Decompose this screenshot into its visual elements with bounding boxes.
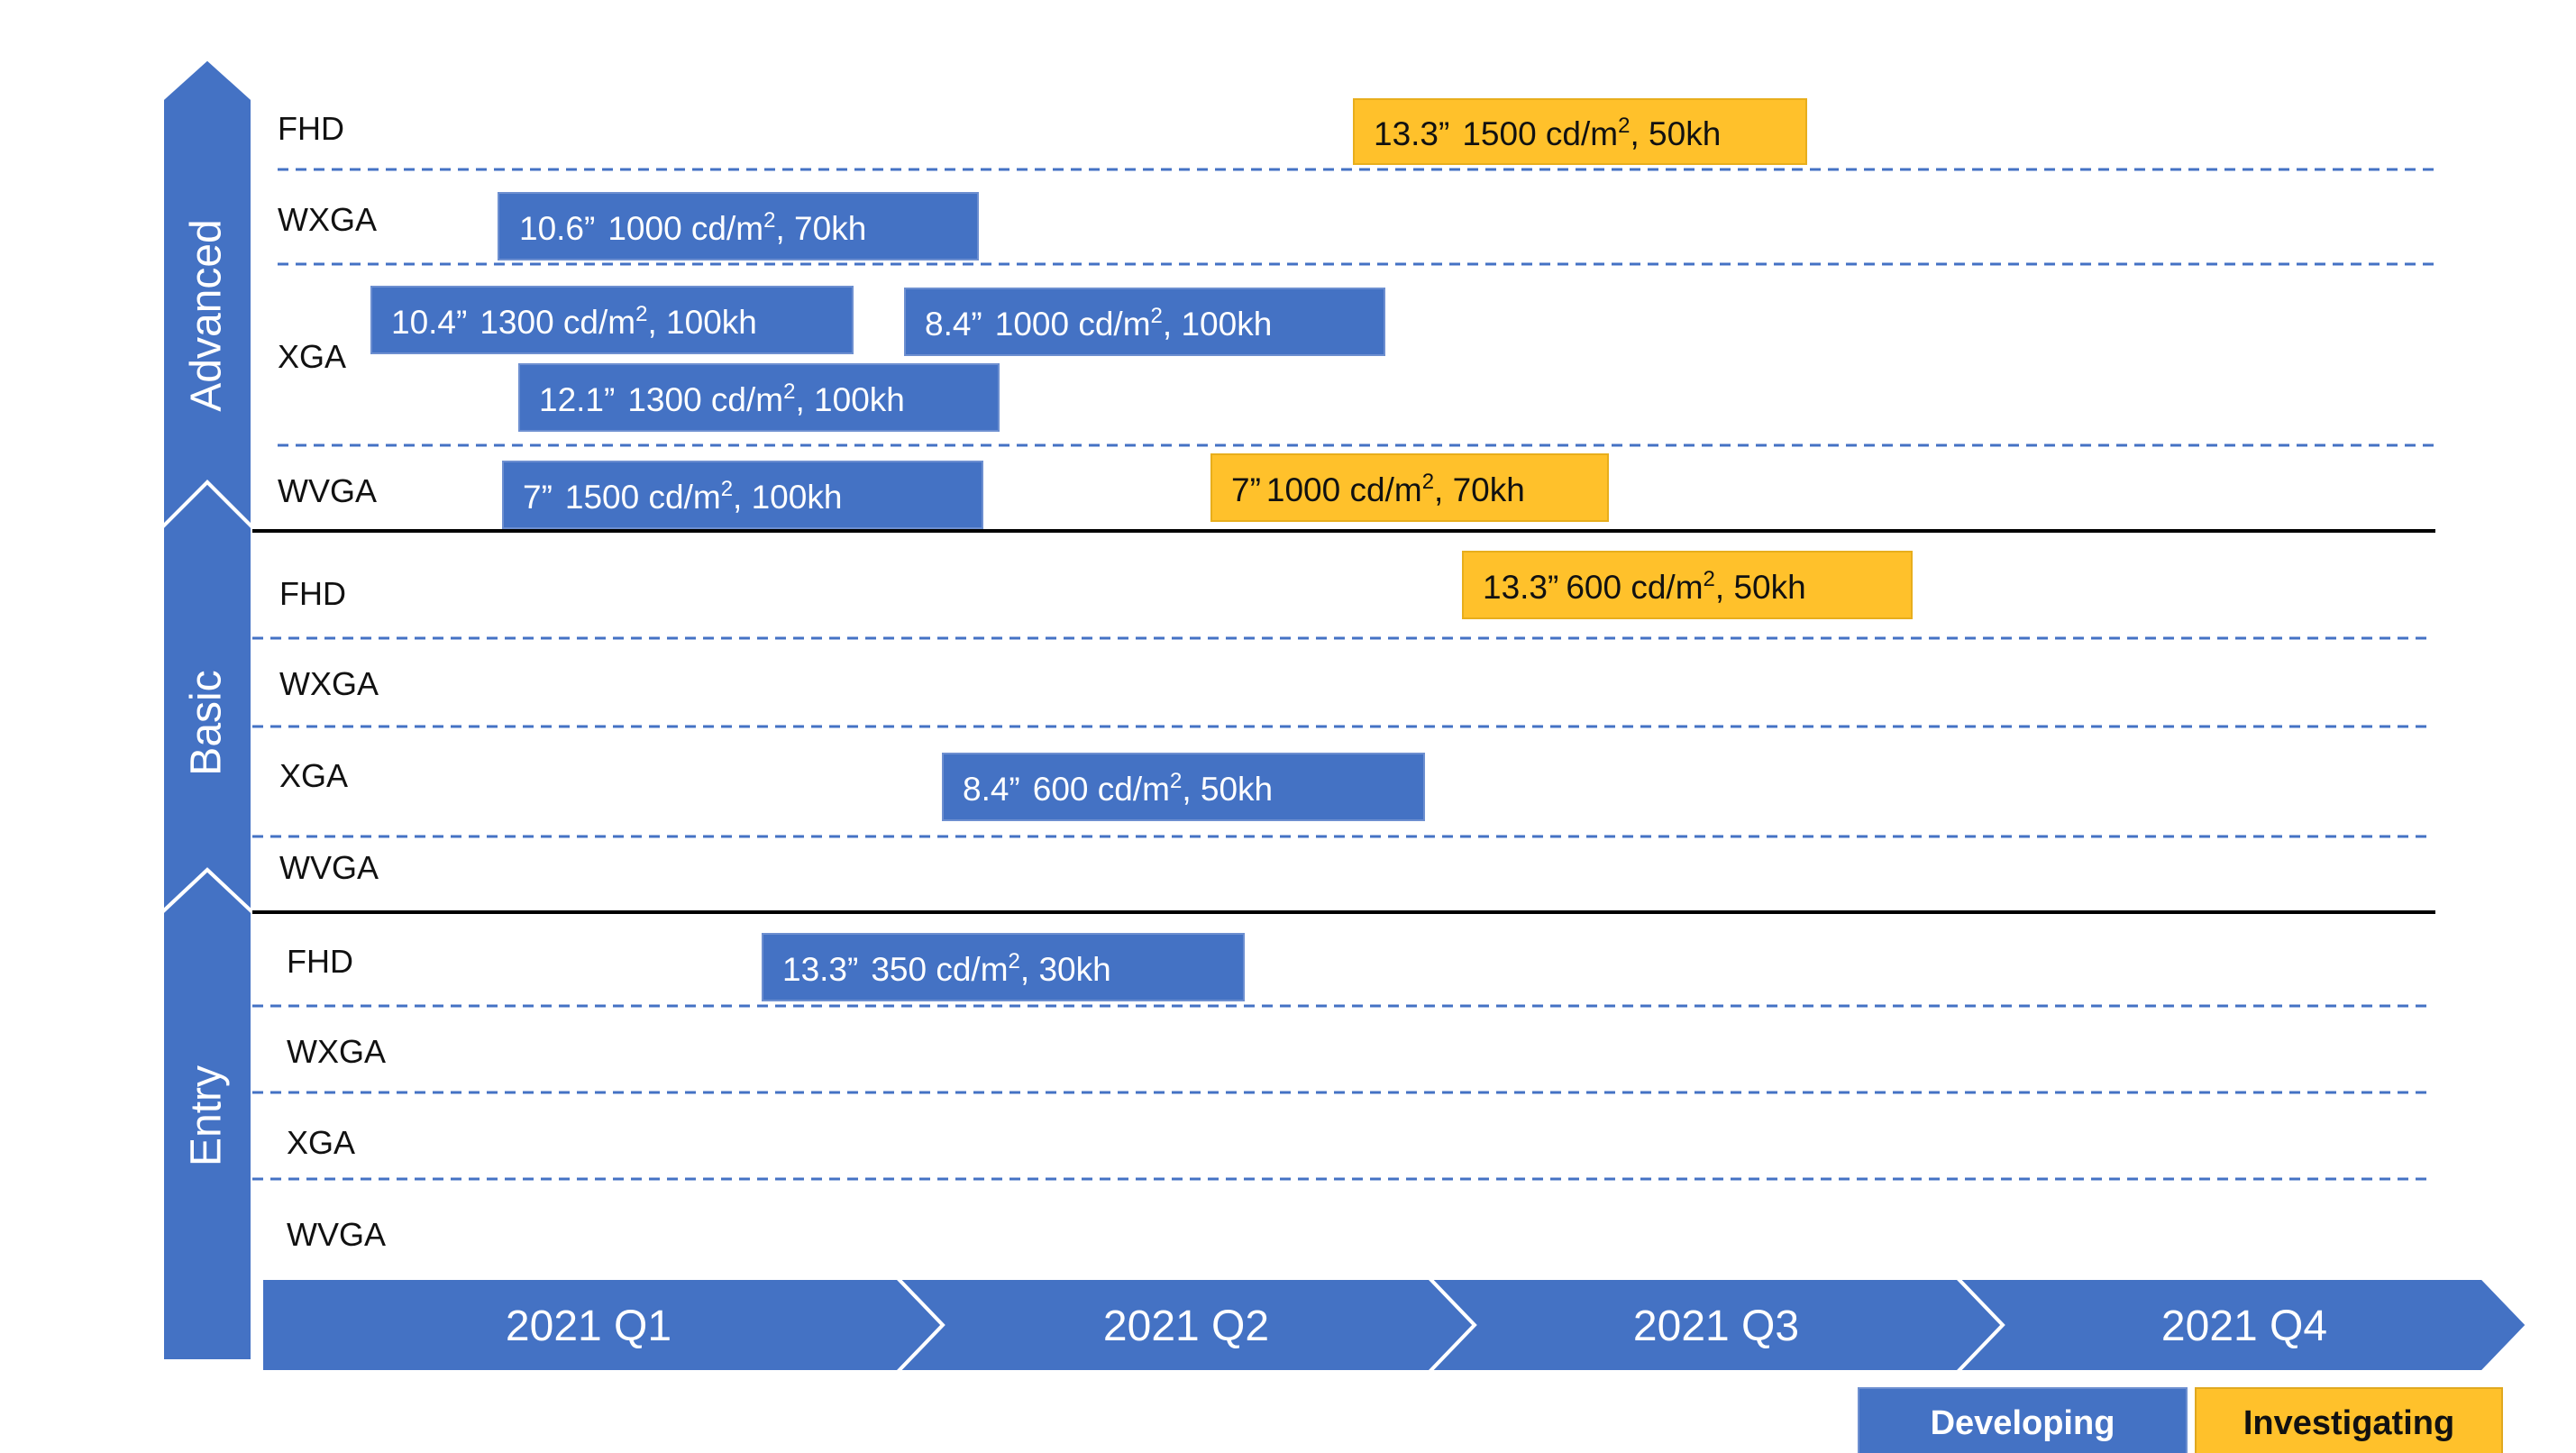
row-label-entry-wxga: WXGA <box>287 1033 386 1070</box>
item-bar: 10.4”1300 cd/m2, 100kh <box>370 286 854 354</box>
svg-text:13.3”350 cd/m2, 30kh: 13.3”350 cd/m2, 30kh <box>782 949 1111 988</box>
row-label-advanced-xga: XGA <box>278 338 346 375</box>
svg-text:8.4”600 cd/m2, 50kh: 8.4”600 cd/m2, 50kh <box>963 769 1273 808</box>
item-bar: 10.6”1000 cd/m2, 70kh <box>498 192 979 260</box>
row-label-advanced-fhd: FHD <box>278 110 344 147</box>
item-bar: 8.4”1000 cd/m2, 100kh <box>904 288 1385 356</box>
row-label-entry-xga: XGA <box>287 1124 355 1161</box>
quarter-timeline: 2021 Q1 2021 Q2 2021 Q3 2021 Q4 <box>260 1276 2530 1374</box>
item-bar: 12.1”1300 cd/m2, 100kh <box>518 363 1000 432</box>
tier-arrow-entry <box>160 867 254 1363</box>
quarter-label-q1: 2021 Q1 <box>506 1302 671 1350</box>
item-bar: 13.3”600 cd/m2, 50kh <box>1462 551 1913 619</box>
row-label-basic-xga: XGA <box>279 757 348 794</box>
svg-text:10.4”1300 cd/m2, 100kh: 10.4”1300 cd/m2, 100kh <box>391 302 757 341</box>
svg-text:13.3”600 cd/m2, 50kh: 13.3”600 cd/m2, 50kh <box>1483 567 1806 606</box>
quarter-label-q4: 2021 Q4 <box>2161 1302 2327 1350</box>
tier-label-entry: Entry <box>183 1065 231 1166</box>
separators <box>252 168 2435 1181</box>
svg-text:7”1500 cd/m2, 100kh: 7”1500 cd/m2, 100kh <box>523 477 842 516</box>
row-label-advanced-wvga: WVGA <box>278 472 377 509</box>
row-label-advanced-wxga: WXGA <box>278 201 377 238</box>
legend-label-investigating: Investigating <box>2243 1404 2454 1442</box>
item-bars: 13.3”1500 cd/m2, 50kh 10.6”1000 cd/m2, 7… <box>370 98 1913 1001</box>
row-labels: FHD WXGA XGA WVGA FHD WXGA XGA WVGA FHD … <box>278 110 386 1253</box>
svg-text:8.4”1000 cd/m2, 100kh: 8.4”1000 cd/m2, 100kh <box>925 304 1272 343</box>
item-bar: 13.3”350 cd/m2, 30kh <box>762 933 1245 1001</box>
legend-swatch-investigating <box>2195 1387 2503 1453</box>
item-bar: 7”1500 cd/m2, 100kh <box>502 461 983 529</box>
item-bar: 13.3”1500 cd/m2, 50kh <box>1353 98 1807 165</box>
svg-text:7”1000 cd/m2, 70kh: 7”1000 cd/m2, 70kh <box>1231 470 1525 508</box>
svg-text:13.3”1500 cd/m2, 50kh: 13.3”1500 cd/m2, 50kh <box>1374 114 1721 152</box>
row-label-basic-fhd: FHD <box>279 575 346 612</box>
legend: Developing Investigating <box>1858 1387 2503 1453</box>
legend-swatch-developing <box>1858 1387 2188 1453</box>
item-bar: 8.4”600 cd/m2, 50kh <box>942 753 1425 821</box>
tier-label-advanced: Advanced <box>183 219 231 412</box>
row-label-basic-wvga: WVGA <box>279 849 379 886</box>
tier-label-basic: Basic <box>183 670 231 775</box>
quarter-label-q3: 2021 Q3 <box>1633 1302 1799 1350</box>
svg-text:12.1”1300 cd/m2, 100kh: 12.1”1300 cd/m2, 100kh <box>539 379 905 418</box>
item-bar: 7”1000 cd/m2, 70kh <box>1210 453 1609 522</box>
row-label-entry-fhd: FHD <box>287 943 353 980</box>
row-label-basic-wxga: WXGA <box>279 665 379 702</box>
quarter-label-q2: 2021 Q2 <box>1103 1302 1269 1350</box>
quarter-chevron-q4 <box>1953 1276 2530 1374</box>
row-label-entry-wvga: WVGA <box>287 1216 386 1253</box>
svg-text:10.6”1000 cd/m2, 70kh: 10.6”1000 cd/m2, 70kh <box>519 208 866 247</box>
legend-label-developing: Developing <box>1931 1404 2115 1442</box>
tier-arrows: Advanced Basic Entry <box>160 56 254 1363</box>
